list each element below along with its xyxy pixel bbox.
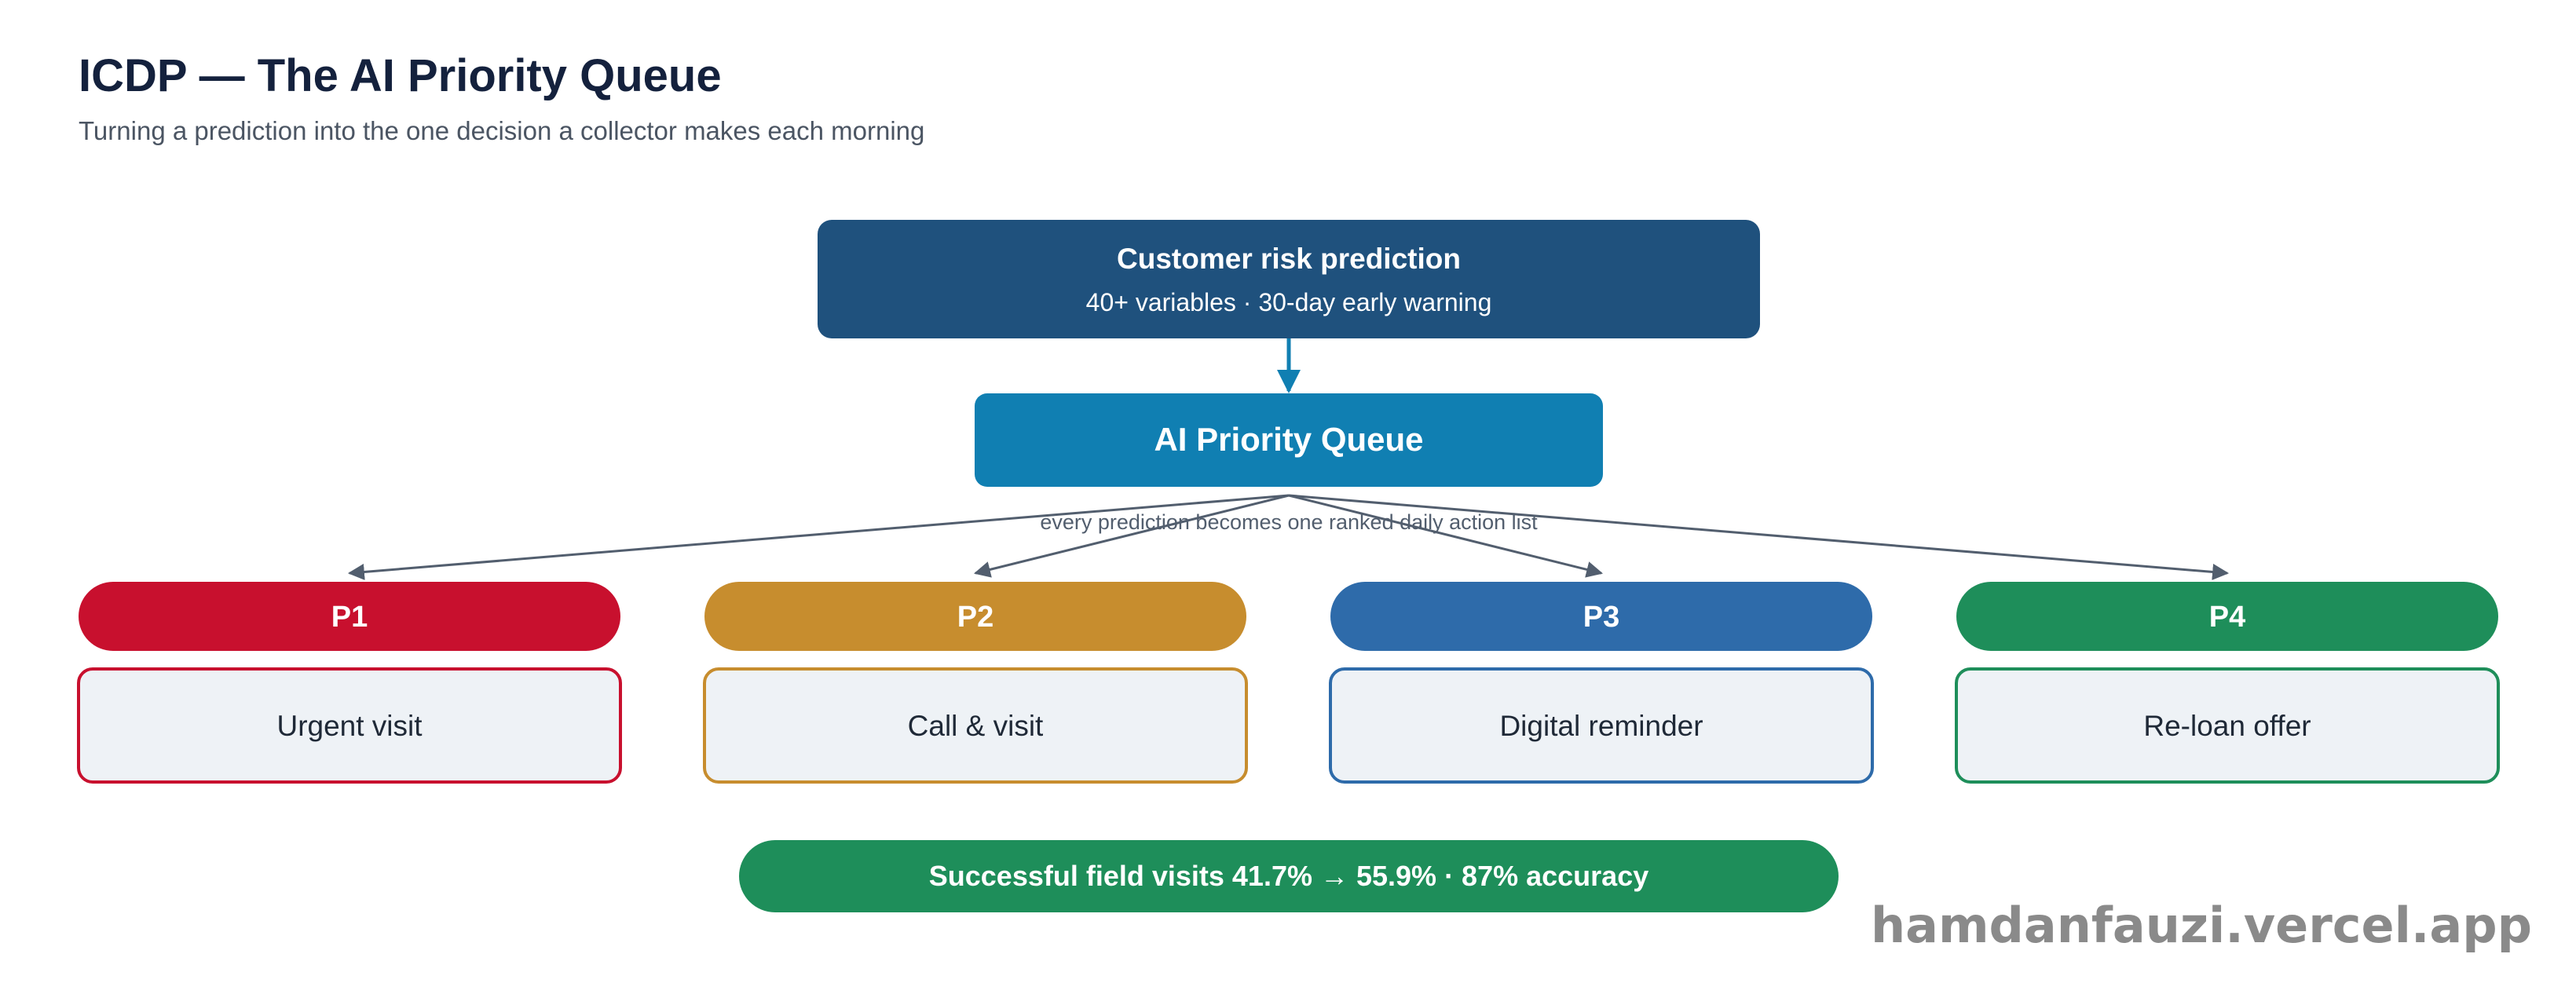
tier-action-p3: Digital reminder xyxy=(1499,710,1703,742)
prediction-detail: 40+ variables · 30-day early warning xyxy=(1086,288,1492,316)
queue-caption: every prediction becomes one ranked dail… xyxy=(1040,510,1538,534)
tier-label-p4: P4 xyxy=(2209,601,2245,634)
tier-action-p2: Call & visit xyxy=(908,710,1044,742)
page-title: ICDP — The AI Priority Queue xyxy=(79,50,722,101)
tier-action-p4: Re-loan offer xyxy=(2143,710,2311,742)
tier-action-box-p4 xyxy=(1955,667,2500,784)
fan-arrow-p3 xyxy=(1288,494,1604,578)
tier-label-p2: P2 xyxy=(957,601,993,634)
tier-pill-p1 xyxy=(79,582,620,651)
queue-node: AI Priority Queue xyxy=(975,393,1603,487)
tier-action-box-p3 xyxy=(1329,667,1874,784)
prediction-node: Customer risk prediction 40+ variables ·… xyxy=(818,220,1760,338)
tier-action-p1: Urgent visit xyxy=(276,710,423,742)
result-text: Successful field visits 41.7% → 55.9% · … xyxy=(929,860,1649,892)
tier-pill-p3 xyxy=(1330,582,1872,651)
result-node: Successful field visits 41.7% → 55.9% · … xyxy=(739,840,1839,912)
prediction-box xyxy=(818,220,1760,338)
tier-action-box-p2 xyxy=(703,667,1248,784)
fan-arrow-p1 xyxy=(347,494,1290,580)
tier-label-p1: P1 xyxy=(331,601,368,634)
tier-action-box-p1 xyxy=(77,667,622,784)
fan-arrow-p4 xyxy=(1288,494,2230,580)
prediction-title: Customer risk prediction xyxy=(1117,243,1461,275)
watermark: hamdanfauzi.vercel.app xyxy=(1871,897,2532,954)
page-subtitle: Turning a prediction into the one decisi… xyxy=(79,116,924,145)
queue-title: AI Priority Queue xyxy=(1154,421,1423,458)
fan-out-arrows xyxy=(347,494,2230,580)
result-box xyxy=(739,840,1839,912)
queue-box xyxy=(975,393,1603,487)
tier-label-p3: P3 xyxy=(1583,601,1619,634)
tier-pill-p2 xyxy=(704,582,1246,651)
tier-pill-p4 xyxy=(1956,582,2498,651)
fan-arrow-p2 xyxy=(973,494,1290,578)
